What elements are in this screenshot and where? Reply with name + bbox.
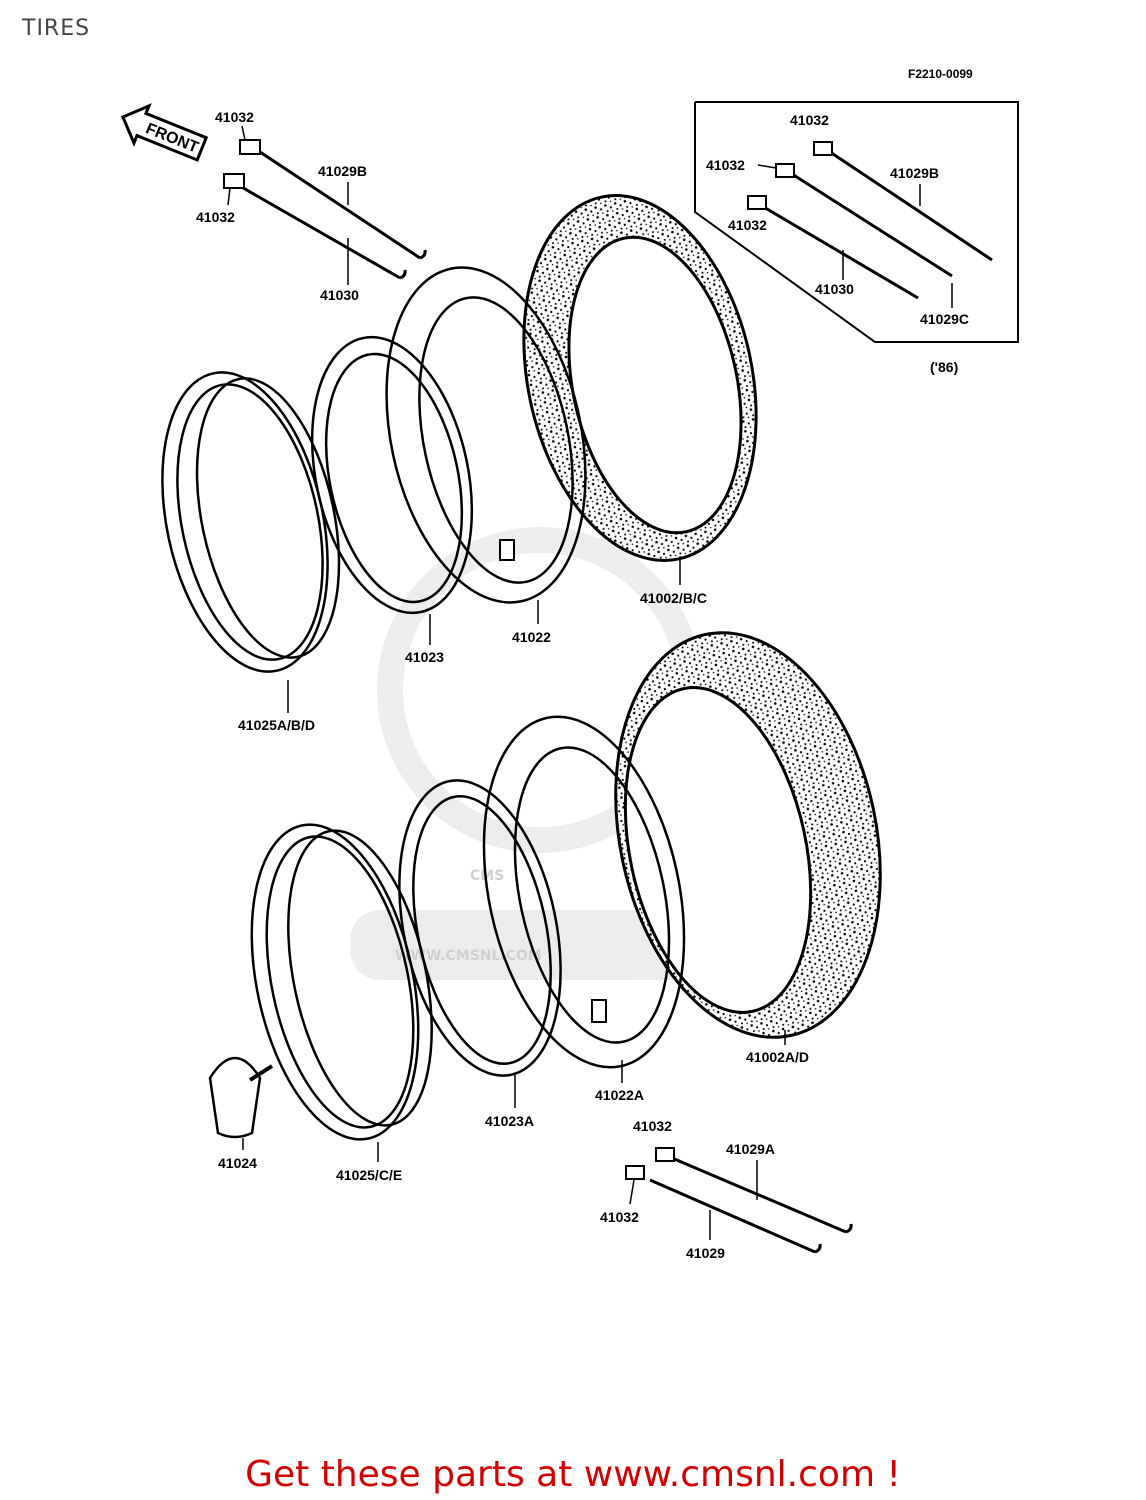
label-41030-left: 41030 <box>320 287 359 303</box>
lower-rim <box>250 823 433 1141</box>
label-41029b-inset: 41029B <box>890 165 939 181</box>
label-41025abd: 41025A/B/D <box>238 717 315 733</box>
watermark-logo-text: CMS <box>470 868 504 884</box>
label-41022: 41022 <box>512 629 551 645</box>
label-41029b-left: 41029B <box>318 163 367 179</box>
label-41002ad: 41002A/D <box>746 1049 809 1065</box>
label-41032-inset-mid: 41032 <box>706 157 745 173</box>
page-title: TIRES <box>22 16 91 41</box>
upper-rim <box>161 371 341 673</box>
footer-link[interactable]: Get these parts at www.cmsnl.com ! <box>245 1454 901 1495</box>
label-41023a: 41023A <box>485 1113 534 1129</box>
label-41024: 41024 <box>218 1155 257 1171</box>
spokes-left-group <box>237 150 427 280</box>
lower-tube <box>482 715 686 1069</box>
year-note: ('86) <box>930 359 958 375</box>
valve-icon <box>591 999 607 1023</box>
front-arrow-icon: FRONT <box>120 103 209 162</box>
label-41030-inset: 41030 <box>815 281 854 297</box>
label-41029c-inset: 41029C <box>920 311 969 327</box>
upper-rim-band <box>310 335 474 615</box>
spokes-bottom-group <box>649 1156 853 1254</box>
watermark-url: WWW.CMSNL.COM <box>395 948 542 964</box>
label-41022a: 41022A <box>595 1087 644 1103</box>
nipple-icon <box>747 141 833 210</box>
label-41032-bottom-low: 41032 <box>600 1209 639 1225</box>
label-41032-bottom-top: 41032 <box>633 1118 672 1134</box>
upper-tube <box>385 266 587 604</box>
nipple-icon <box>625 1147 675 1180</box>
label-41025ce: 41025/C/E <box>336 1167 402 1183</box>
label-41032-inset-top: 41032 <box>790 112 829 128</box>
spokes-inset-group <box>761 150 993 300</box>
upper-tire <box>522 194 758 562</box>
inset-box <box>694 101 1019 343</box>
label-41032-inset-low: 41032 <box>728 217 767 233</box>
lower-tire <box>614 631 882 1039</box>
label-41032-a: 41032 <box>215 109 254 125</box>
valve-icon <box>499 539 515 561</box>
label-41032-b: 41032 <box>196 209 235 225</box>
label-41023: 41023 <box>405 649 444 665</box>
figure-code: F2210-0099 <box>908 67 973 81</box>
label-41029a: 41029A <box>726 1141 775 1157</box>
nipple-icon <box>223 139 261 189</box>
label-41029: 41029 <box>686 1245 725 1261</box>
label-41002bc: 41002/B/C <box>640 590 707 606</box>
rim-lock-icon <box>208 1056 274 1139</box>
